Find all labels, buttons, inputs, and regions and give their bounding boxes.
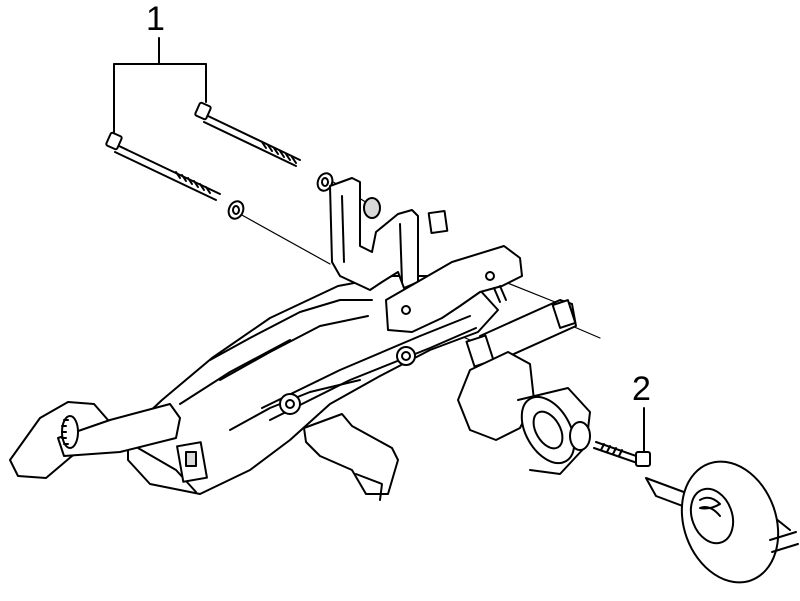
pinch-bolt xyxy=(593,441,651,467)
bolt-lower xyxy=(105,131,245,220)
bolt-upper xyxy=(194,101,334,192)
callout-label-2: 2 xyxy=(632,370,651,408)
upper-bracket xyxy=(329,177,449,291)
lower-shaft-boot xyxy=(645,460,799,584)
side-plate xyxy=(385,245,523,333)
clamp-plate xyxy=(465,299,577,368)
universal-joint xyxy=(457,351,591,475)
rails xyxy=(261,315,477,421)
callout-label-1: 1 xyxy=(146,0,165,38)
steering-shaft-end xyxy=(9,401,181,479)
callout-1-bracket xyxy=(113,37,207,133)
lower-bracket xyxy=(176,413,399,501)
